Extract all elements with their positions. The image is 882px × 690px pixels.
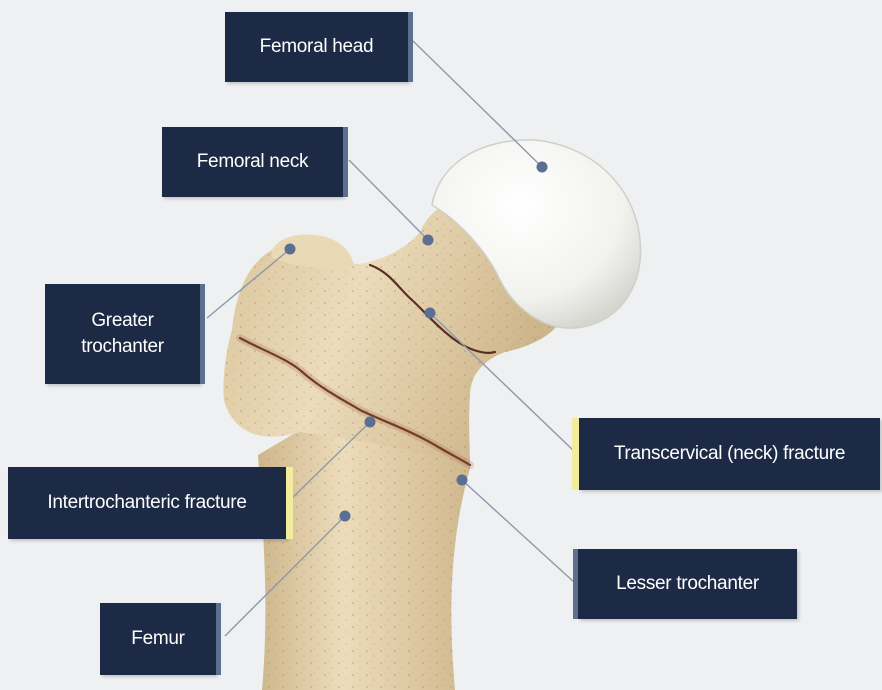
lesser-trochanter-text: Lesser trochanter [616, 571, 759, 597]
intertrochanteric-fracture-text: Intertrochanteric fracture [47, 490, 246, 516]
marker-femur [340, 511, 351, 522]
label-femoral-neck: Femoral neck [162, 127, 343, 197]
marker-transcervical [425, 308, 436, 319]
greater-trochanter-text: Greater trochanter [81, 308, 164, 359]
label-edge [573, 549, 578, 619]
femoral-neck-text: Femoral neck [197, 149, 309, 175]
fracture-highlight-bar [572, 418, 579, 490]
leader-line-femoral-head [412, 40, 542, 167]
femur-text: Femur [131, 626, 184, 652]
fracture-highlight-bar [286, 467, 293, 539]
transcervical-fracture-text: Transcervical (neck) fracture [614, 441, 845, 467]
label-lesser-trochanter: Lesser trochanter [578, 549, 797, 619]
leader-line-femoral-neck [349, 160, 428, 240]
label-transcervical-fracture: Transcervical (neck) fracture [579, 418, 880, 490]
label-edge [200, 284, 205, 384]
marker-lesser-trochanter [457, 475, 468, 486]
label-femoral-head: Femoral head [225, 12, 408, 82]
marker-greater-trochanter [285, 244, 296, 255]
label-edge [216, 603, 221, 675]
marker-intertrochanteric [365, 417, 376, 428]
marker-femoral-neck [423, 235, 434, 246]
label-edge [343, 127, 348, 197]
leader-line-lesser-trochanter [462, 480, 575, 583]
label-intertrochanteric-fracture: Intertrochanteric fracture [8, 467, 286, 539]
femoral-head-text: Femoral head [260, 34, 374, 60]
label-greater-trochanter: Greater trochanter [45, 284, 200, 384]
marker-femoral-head [537, 162, 548, 173]
label-edge [408, 12, 413, 82]
label-femur: Femur [100, 603, 216, 675]
